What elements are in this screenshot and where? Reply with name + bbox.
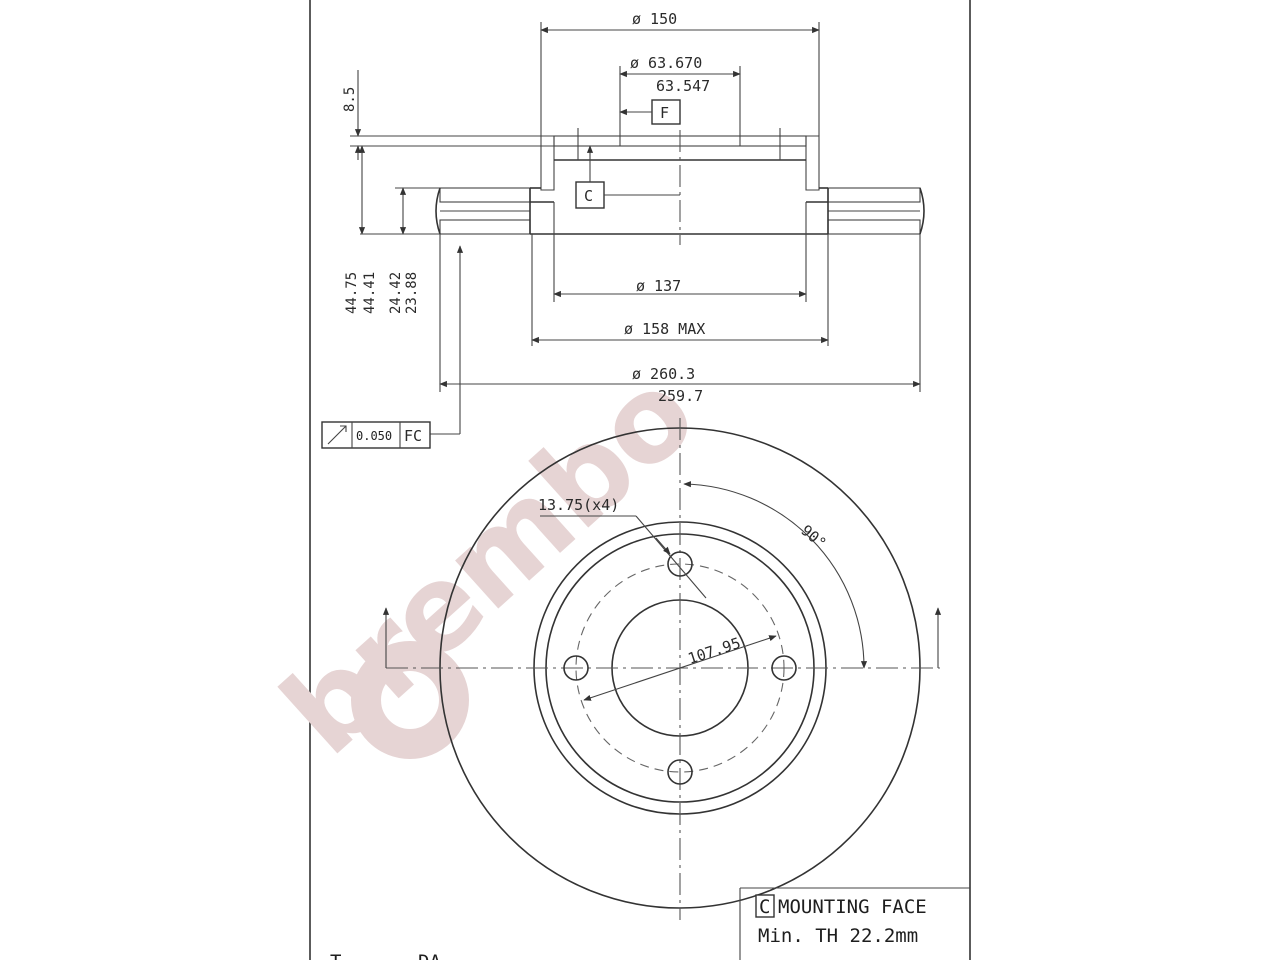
runout-icon (327, 425, 347, 445)
brembo-logo-mark (351, 641, 469, 759)
dim-hat-height: 8.5 (342, 87, 358, 112)
dim-hat-diameter: ø 150 (632, 10, 677, 28)
dim-height-max: 44.75 (344, 272, 360, 314)
dim-bore-min: 63.547 (656, 77, 710, 95)
left-lower-face (439, 219, 531, 235)
note-cutout (739, 887, 970, 960)
brembo-watermark: brembo (256, 344, 719, 781)
pcd-dimension-line (583, 635, 777, 701)
section-view: ø 150 ø 63.670 63.547 F C 8.5 44.75 44.4… (321, 10, 925, 449)
left-upper-face (439, 187, 531, 203)
hole-spec: 13.75(x4) (538, 496, 619, 514)
dim-thickness-max: 24.42 (388, 272, 404, 314)
datum-c: C (584, 187, 593, 205)
pcd-label: 107.95 (686, 634, 743, 668)
mounting-face-key: C (759, 896, 770, 918)
dim-outer-diameter-max: ø 260.3 (632, 365, 695, 383)
cut-text-1: T (330, 951, 341, 960)
tolerance-value: 0.050 (356, 429, 392, 443)
dim-bore-max: ø 63.670 (630, 54, 702, 72)
dim-outer-diameter-min: 259.7 (658, 387, 703, 405)
dim-max-inner-diameter: ø 158 MAX (624, 320, 705, 338)
dim-height-min: 44.41 (362, 272, 378, 314)
min-thickness-label: Min. TH 22.2mm (758, 925, 918, 947)
outer-edges (435, 187, 925, 235)
cut-text-2: DA (418, 951, 441, 960)
tolerance-datum: FC (404, 427, 422, 445)
angle-arc (683, 481, 868, 669)
datum-f: F (660, 104, 669, 122)
hat-wall-left (540, 135, 555, 191)
hat-wall-right (805, 135, 820, 191)
mounting-face-label: MOUNTING FACE (778, 896, 927, 918)
notes: C MOUNTING FACE Min. TH 22.2mm T DA (330, 887, 970, 960)
dim-inner-diameter: ø 137 (636, 277, 681, 295)
bolt-hole-bottom (667, 759, 693, 785)
right-upper-face (827, 187, 921, 203)
right-lower-face (827, 219, 921, 235)
angle-label: 90° (797, 521, 829, 552)
dim-thickness-min: 23.88 (404, 272, 420, 314)
